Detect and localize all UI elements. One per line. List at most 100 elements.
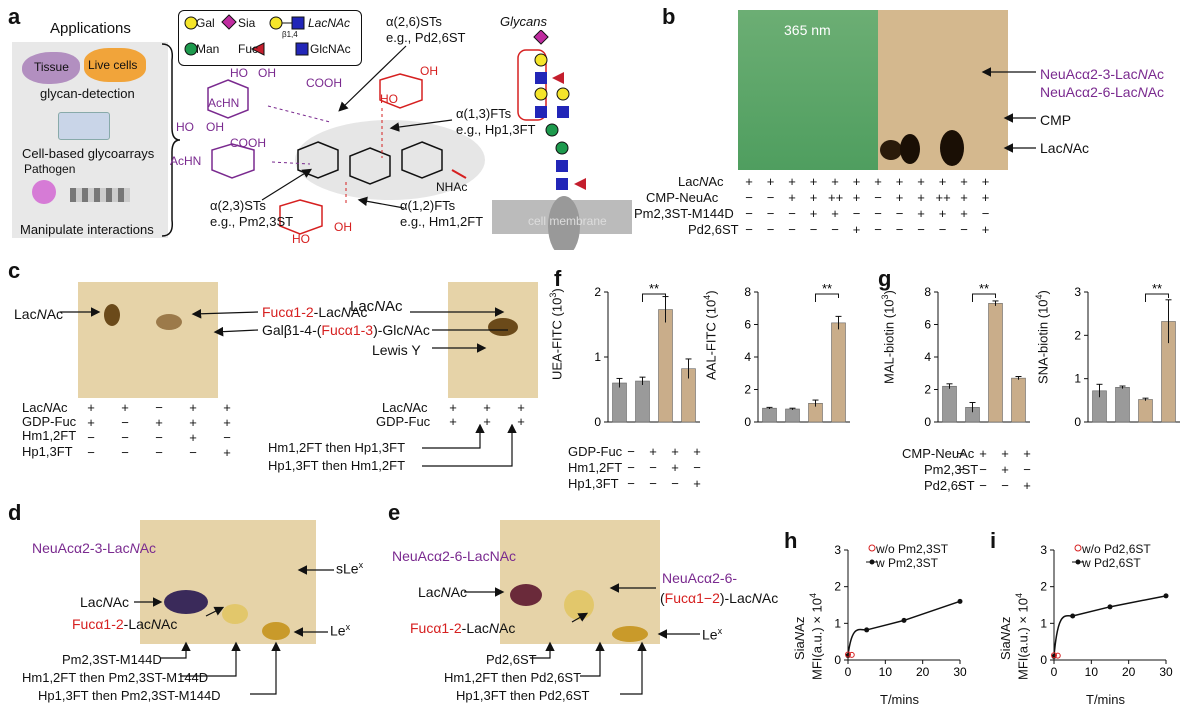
panel-label-b: b [662,4,676,29]
f-ylabel-uea: UEA-FITC (103) [548,288,565,380]
legend-marker-w [1075,559,1081,565]
h-legend-1: w/o Pm2,3ST [876,542,949,556]
sign-cell: − [766,222,775,237]
bar [942,385,957,423]
a12fts-label: α(1,2)FTs [400,198,456,213]
x-tick-label: 0 [1051,665,1058,679]
pathogen-virus-image [32,180,56,204]
tlc-spot-c1-fuc [156,314,182,330]
sign-cell: + [895,174,904,189]
sign-cell: + [121,400,129,415]
c-row-lacnac: LacNAc [22,400,68,415]
b-label-neu23: NeuAcα2-3-LacNAc [1040,66,1165,82]
sign-cell: − [649,476,657,491]
manipulate-interactions-label: Manipulate interactions [20,222,154,237]
chart-f-uea: 012** [594,281,700,429]
sign-cell: + [852,174,861,189]
chemical-structure [207,73,485,235]
y-tick-label: 0 [744,415,751,429]
brace [161,43,181,237]
a13fts-label: α(1,3)FTs [456,106,512,121]
legend-sia: Sia [238,16,256,30]
c-label-gal: Galβ1-4-(Fucα1-3)-GlcNAc [262,322,430,338]
sign-cell: + [981,222,990,237]
sign-cell: − [189,445,197,460]
sign-cell: + [1001,446,1009,461]
tlc-spot-e-lacnac [510,584,542,606]
e-seq2: Hm1,2FT then Pd2,6ST [444,670,582,685]
d-label-slex: sLex [336,560,364,577]
chem-ho-2: HO [176,120,194,134]
tlc-spot-c1-lacnac [104,304,120,326]
y-tick-label: 2 [1074,328,1081,342]
y-tick-label: 8 [744,285,751,299]
applications-title: Applications [50,20,131,37]
live-cells-image [84,48,146,82]
legend-symbols [184,14,309,56]
sign-cell: + [189,415,197,430]
y-tick-label: 4 [924,350,931,364]
i-xlabel: T/mins [1086,692,1125,707]
g-ylabel-sna: SNA-biotin (104) [1034,290,1051,384]
sign-cell: + [917,206,925,221]
legend-man: Man [196,42,220,56]
sign-cell: + [189,430,197,445]
sign-cell: − [960,222,968,237]
sign-cell: − [874,206,882,221]
y-tick-label: 2 [744,383,751,397]
panel-label-c: c [8,258,21,283]
sign-cell: + [223,445,231,460]
panel-label-a: a [8,4,21,29]
a13fts-example: e.g., Hp1,3FT [456,122,536,137]
bar [635,380,650,423]
c-label-lacnac2: LacNAc [350,298,403,315]
data-point-wo [845,651,851,658]
g-row-cmp: CMP-NeuAc [902,446,975,461]
sign-cell: + [223,400,231,415]
g-ylabel-mal: MAL-biotin (103) [880,290,897,384]
tlc-spot-d-fuc [222,604,248,624]
sign-cell: − [957,446,965,461]
tlc-spot-lacnac-3 [940,130,964,166]
tissue-label: Tissue [34,60,69,74]
sign-cell: − [1001,478,1009,493]
e-label-lacnac: LacNAc [418,584,468,600]
sign-cell: − [1023,462,1031,477]
sign-cell: + [649,444,657,459]
bar [1115,387,1130,423]
chem-oh-4: OH [334,220,352,234]
y-tick-label: 6 [744,318,751,332]
h-xlabel: T/mins [880,692,919,707]
tlc-plate-e [500,520,660,644]
bar [762,407,777,423]
tlc-spot-c2 [488,318,518,336]
y-tick-label: 0 [924,415,931,429]
sign-cell: + [831,206,839,221]
panel-label-h: h [784,528,798,553]
chem-ho-1: HO [230,66,248,80]
f-row-hm12ft: Hm1,2FT [568,460,623,475]
b-row-pd26st: Pd2,6ST [688,222,739,237]
tlc-spot-lacnac-2 [900,134,920,164]
c-seq2: Hp1,3FT then Hm1,2FT [268,458,406,473]
d-seq-arrows [160,641,281,695]
b-row-lacnac: LacNAc [678,174,724,189]
sign-cell: + [960,190,968,205]
y-tick-label: 0 [594,415,601,429]
glycan-cartoon [492,30,632,250]
sign-cell: + [517,414,525,429]
sign-cell: + [809,174,818,189]
sign-cell: + [693,476,701,491]
tlc-plate-d [140,520,316,644]
sign-cell: + [1023,446,1031,461]
sign-cell: − [917,222,925,237]
sign-cell: − [627,444,635,459]
sign-cell: − [874,190,882,205]
chem-achn-2: AcHN [170,154,202,168]
e-label-fuc12b: (Fucα1−2)-LacNAc [660,590,779,606]
bar [1011,377,1026,423]
sign-cell: − [745,190,753,205]
panel-label-d: d [8,500,22,525]
significance-label: ** [1152,281,1162,296]
